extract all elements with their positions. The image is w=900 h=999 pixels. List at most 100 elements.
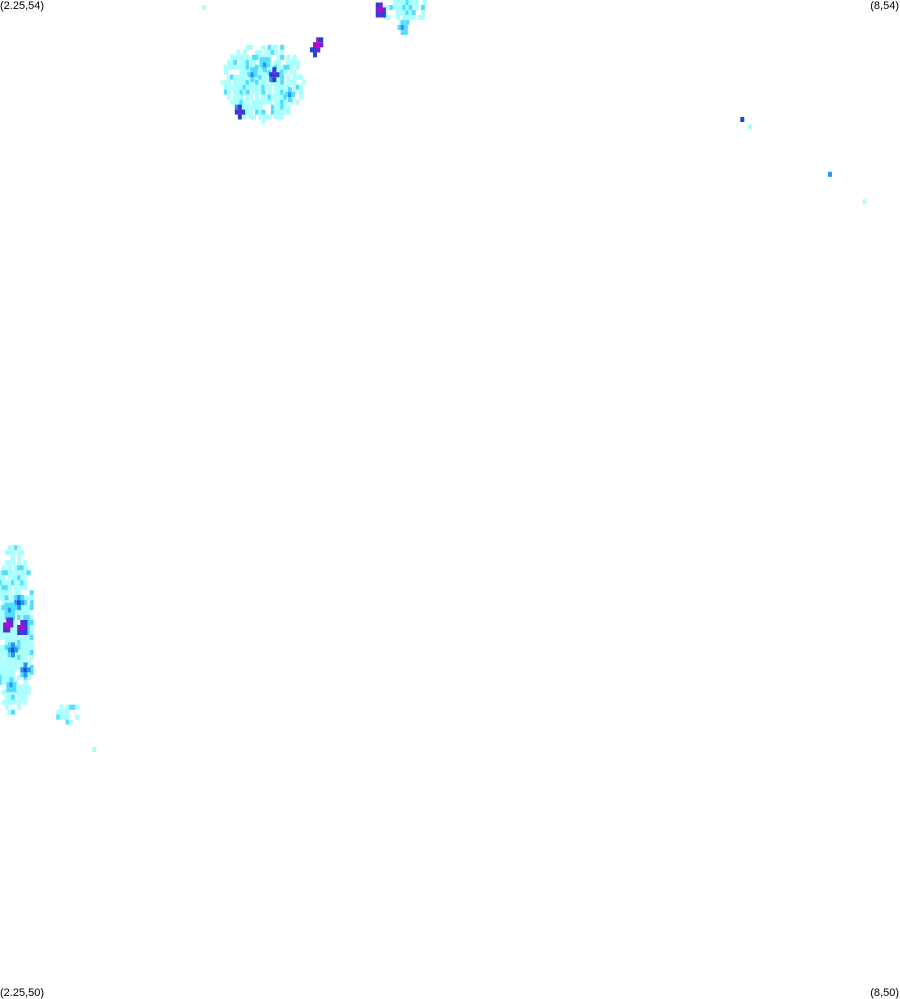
heatmap-cell (389, 5, 394, 10)
heatmap-cell (11, 595, 15, 601)
heatmap-cell (7, 580, 12, 586)
heatmap-cell (29, 630, 34, 635)
heatmap-cell (267, 89, 272, 95)
heatmap-cell (4, 560, 9, 566)
heatmap-cell (23, 689, 28, 695)
heatmap-cell (1, 610, 6, 615)
heatmap-cell (23, 565, 28, 571)
heatmap-cell (11, 630, 15, 635)
heatmap-cell (1, 605, 6, 611)
heatmap-cell (230, 74, 235, 80)
heatmap-cell (283, 109, 288, 115)
heatmap-cell (273, 84, 278, 90)
heatmap-cell (14, 639, 19, 645)
heatmap-hotspot-cell (14, 595, 19, 601)
heatmap-cell (223, 89, 228, 95)
heatmap-cell (270, 104, 275, 110)
heatmap-cell (286, 64, 291, 70)
heatmap-hotspot-cell (288, 92, 292, 98)
heatmap-cell (26, 615, 31, 620)
heatmap-hotspot-cell (17, 600, 22, 606)
heatmap-cell (252, 99, 256, 105)
heatmap-cell (242, 114, 247, 120)
heatmap-cell (4, 590, 9, 596)
heatmap-cell (11, 575, 15, 581)
heatmap-cell (4, 649, 9, 655)
heatmap-cell (29, 639, 34, 645)
heatmap-cell (0, 654, 4, 660)
heatmap-cell (277, 89, 281, 95)
heatmap-hotspot-cell (397, 24, 402, 30)
heatmap-cell (280, 44, 285, 50)
heatmap-hotspot-cell (9, 682, 14, 688)
heatmap-cell (26, 605, 31, 611)
heatmap-hotspot-cell (11, 647, 15, 653)
heatmap-cell (220, 79, 225, 85)
heatmap-cell (239, 79, 244, 85)
heatmap-cell (4, 570, 9, 576)
heatmap-cell (267, 44, 272, 50)
heatmap-cell (421, 10, 425, 15)
heatmap-cell (277, 84, 281, 90)
heatmap-cell (405, 5, 410, 10)
heatmap-cell (20, 649, 25, 655)
heatmap-cell (255, 49, 260, 55)
heatmap-hotspot-cell (272, 67, 277, 73)
heatmap-cell (280, 99, 285, 105)
heatmap-cell (75, 704, 80, 710)
heatmap-cell (248, 114, 253, 120)
heatmap-cell (402, 10, 407, 15)
heatmap-cell (65, 714, 70, 720)
heatmap-cell (230, 99, 235, 105)
heatmap-cell (236, 99, 241, 105)
heatmap-hotspot-cell (313, 52, 317, 58)
heatmap-hotspot-cell (7, 602, 12, 608)
heatmap-cell (26, 625, 31, 630)
heatmap-cell (227, 59, 231, 65)
heatmap-cell (20, 565, 25, 571)
heatmap-cell (29, 634, 34, 640)
heatmap-cell (7, 560, 12, 566)
heatmap-cell (421, 14, 425, 20)
heatmap-cell (280, 94, 285, 100)
heatmap-hotspot-cell (400, 29, 405, 35)
heatmap-hotspot-cell (272, 77, 277, 83)
heatmap-cell (29, 669, 34, 675)
heatmap-cell (270, 49, 275, 55)
heatmap-cell (17, 610, 22, 615)
heatmap-cell (7, 590, 12, 596)
heatmap-cell (65, 704, 70, 710)
heatmap-cell (411, 10, 416, 15)
heatmap-cell (261, 94, 266, 100)
heatmap-hotspot-cell (17, 595, 22, 601)
heatmap-cell (11, 545, 15, 551)
heatmap-hotspot-cell (403, 29, 408, 35)
heatmap-cell (402, 5, 407, 10)
heatmap-cell (26, 659, 31, 665)
heatmap-hotspot-cell (17, 605, 22, 611)
heatmap-cell (17, 699, 22, 705)
heatmap-cell (411, 0, 416, 5)
heatmap-cell (11, 555, 15, 561)
heatmap-cell (280, 84, 285, 90)
heatmap-cell (411, 14, 416, 20)
heatmap-cell (252, 84, 256, 90)
heatmap-cell (408, 10, 413, 15)
heatmap-cell (292, 74, 297, 80)
heatmap-cell (17, 580, 22, 586)
heatmap-cell (289, 79, 294, 85)
heatmap-cell (261, 109, 266, 115)
heatmap-hotspot-cell (11, 612, 15, 618)
heatmap-hotspot-cell (17, 625, 22, 630)
heatmap-hotspot-cell (253, 67, 258, 73)
heatmap-cell (280, 79, 285, 85)
heatmap-cell (17, 575, 22, 581)
heatmap-cell (299, 74, 303, 80)
heatmap-cell (236, 49, 241, 55)
heatmap-cell (11, 659, 15, 665)
heatmap-cell (245, 104, 250, 110)
heatmap-cell (233, 89, 238, 95)
heatmap-cell (270, 44, 275, 50)
heatmap-hotspot-cell (247, 72, 252, 78)
heatmap-cell (11, 669, 15, 675)
